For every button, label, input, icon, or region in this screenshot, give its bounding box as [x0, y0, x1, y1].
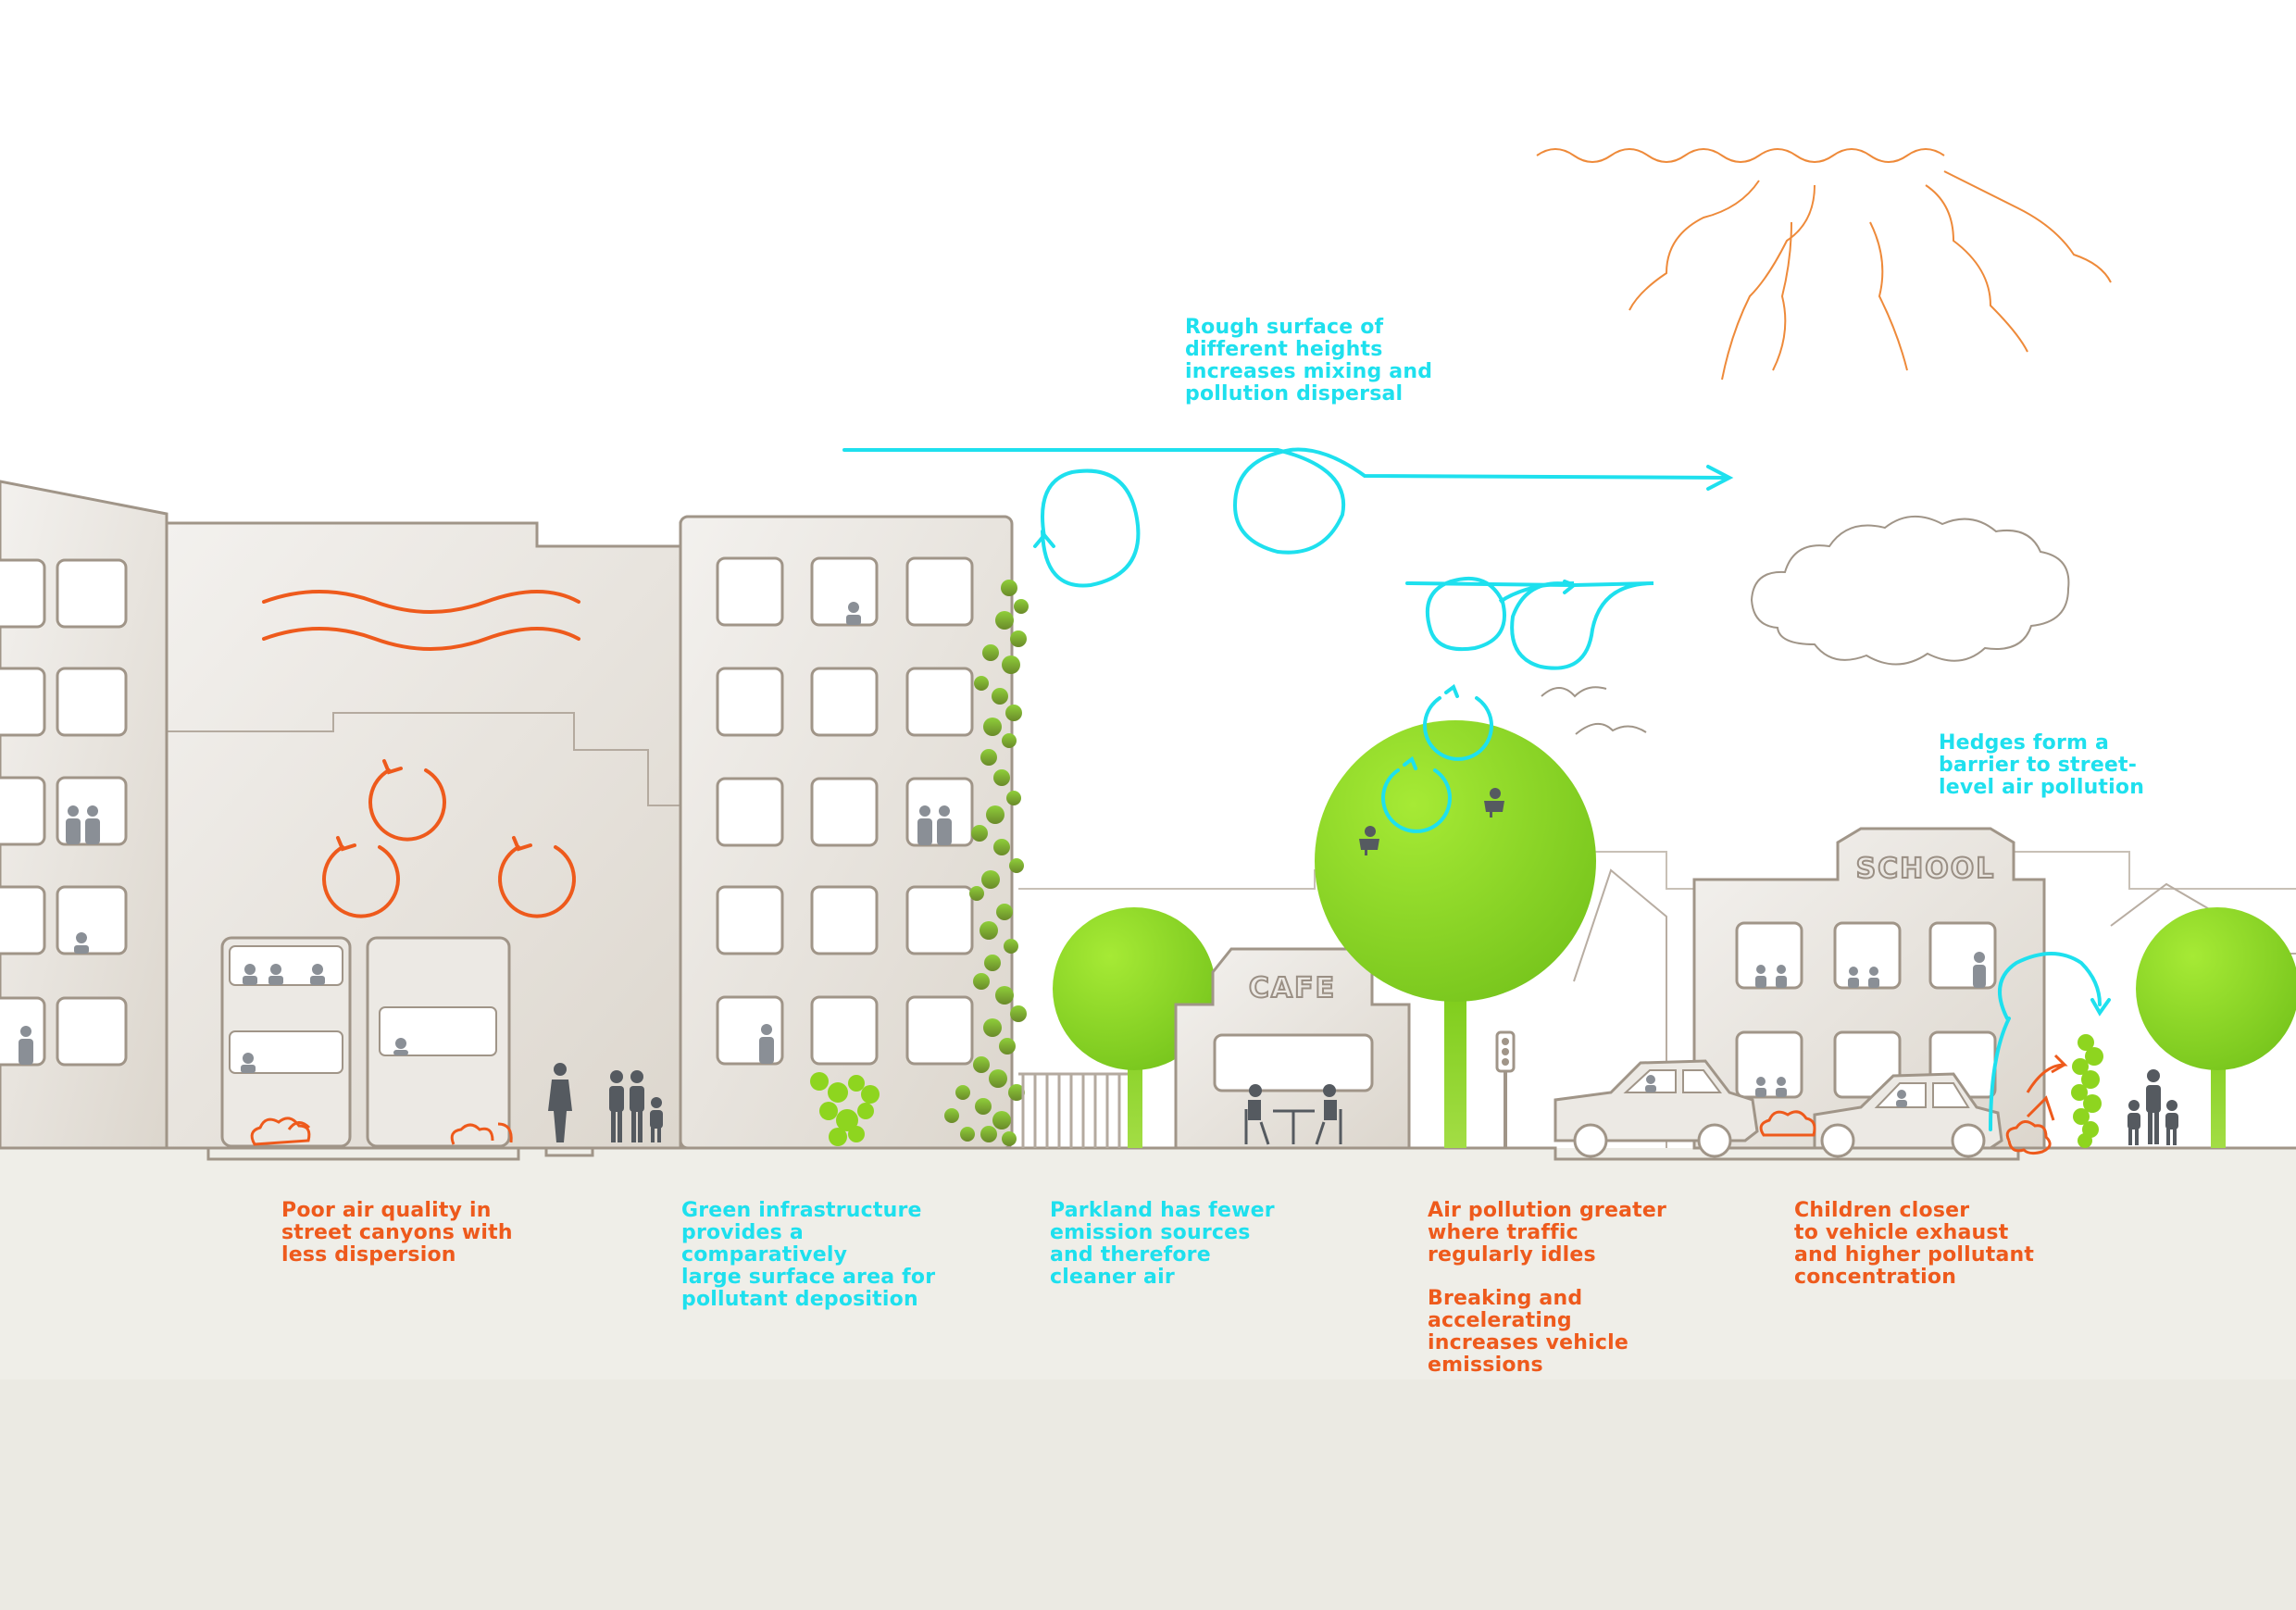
annotation-poor-air-quality: Poor air quality in street canyons with …	[281, 1199, 513, 1267]
background-skyline	[1018, 851, 2296, 890]
left-building-residents	[19, 805, 100, 1065]
car-exhaust	[1759, 1095, 2055, 1155]
pedestrians-left	[548, 1063, 663, 1142]
airflow-curl-right	[1425, 576, 1506, 651]
canyon-pollution-swirls	[262, 590, 580, 918]
street-tree-right	[2136, 907, 2296, 1148]
climbing-ivy	[944, 580, 1029, 1146]
roadside-hedge	[2071, 1034, 2103, 1148]
cloud	[1750, 515, 2070, 666]
school-building: SCHOOL	[1692, 827, 2046, 1150]
double-decker-bus	[220, 936, 352, 1148]
cafe-patrons	[1244, 1084, 1342, 1145]
single-deck-bus	[366, 936, 511, 1148]
bus-exhaust	[250, 1117, 513, 1146]
cafe-sign: CAFE	[1249, 972, 1336, 1005]
central-building-windows	[716, 556, 974, 1066]
background-house	[1573, 868, 1667, 1148]
flying-birds	[1541, 686, 1647, 735]
annotation-rough-surface: Rough surface of different heights incre…	[1185, 316, 1433, 406]
bird-icon	[1359, 788, 1504, 855]
lower-ground-band	[0, 1379, 2296, 1610]
annotation-idling-traffic: Air pollution greater where traffic regu…	[1428, 1199, 1667, 1267]
car-braking	[1813, 1072, 2003, 1158]
sun-rays	[1536, 148, 2112, 381]
rear-building-steps	[167, 712, 680, 806]
hedge-deflection-arrow	[2026, 1054, 2068, 1093]
annotation-braking-accelerating: Breaking and accelerating increases vehi…	[1428, 1287, 1628, 1377]
street-ground-line	[167, 1146, 2296, 1161]
annotation-parkland: Parkland has fewer emission sources and …	[1050, 1199, 1275, 1289]
pedestrians-right	[2128, 1069, 2178, 1145]
central-building-residents	[759, 602, 952, 1064]
school-sign: SCHOOL	[1856, 853, 1996, 885]
car-idling	[1554, 1059, 1759, 1158]
traffic-light	[1495, 1030, 1516, 1148]
park-fence	[1018, 1072, 1139, 1148]
annotation-green-infrastructure: Green infrastructure provides a comparat…	[681, 1199, 936, 1311]
ground-shrub	[810, 1072, 880, 1146]
airflow-arrows	[842, 447, 2111, 1131]
annotation-hedges: Hedges form a barrier to street- level a…	[1939, 731, 2145, 799]
annotation-children-exposure: Children closer to vehicle exhaust and h…	[1794, 1199, 2035, 1289]
school-children	[1755, 952, 1986, 1097]
airflow-arrow-right	[1498, 581, 1575, 604]
